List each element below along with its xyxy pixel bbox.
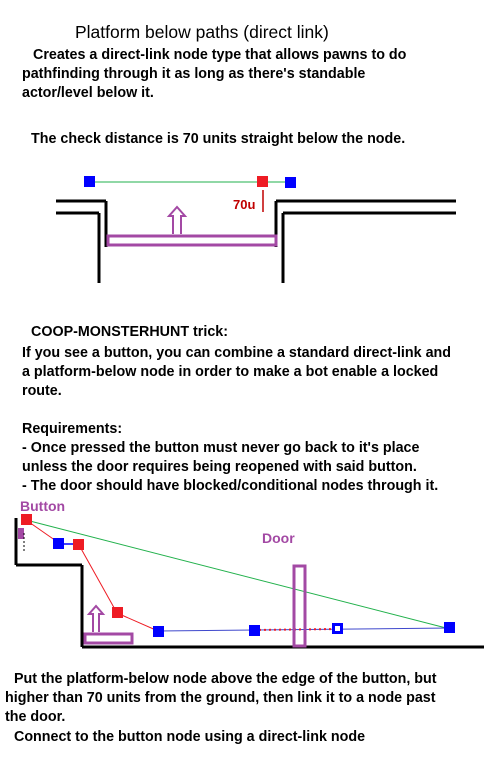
ledge-node: [53, 538, 64, 549]
requirement-line-1: - Once pressed the button must never go …: [22, 440, 420, 456]
moving-platform: [83, 632, 134, 645]
target-node: [444, 622, 455, 633]
page-title: Platform below paths (direct link): [75, 22, 329, 42]
footer-line-4: Connect to the button node using a direc…: [14, 729, 366, 745]
footer-line-1: Put the platform-below node above the ed…: [14, 671, 437, 687]
trick-line-3: route.: [22, 383, 62, 399]
platform-below-node: [112, 607, 123, 618]
trick-line-2: a platform-below node in order to make a…: [22, 364, 439, 380]
requirement-line-3: - The door should have blocked/condition…: [22, 478, 439, 494]
footer-line-3: the door.: [5, 709, 66, 725]
direct-link-line: [25, 519, 451, 630]
wall-button: [18, 528, 24, 539]
button-node: [21, 514, 32, 525]
requirements-heading: Requirements:: [22, 421, 123, 437]
door-label: Door: [262, 530, 295, 546]
up-arrow-icon: [86, 604, 106, 632]
platform-below-node: [257, 176, 268, 187]
requirement-line-2: unless the door requires being reopened …: [22, 459, 417, 475]
moving-platform: [106, 234, 278, 247]
up-arrow-icon: [166, 205, 188, 234]
door-node-left: [249, 625, 260, 636]
intro-line-1: Creates a direct-link node type that all…: [33, 47, 407, 63]
intro-line-2: pathfinding through it as long as there'…: [22, 66, 366, 82]
left-ledge: [56, 199, 108, 283]
door: [292, 564, 307, 648]
button-label: Button: [20, 498, 65, 514]
ground-node-1: [153, 626, 164, 637]
check-distance-text: The check distance is 70 units straight …: [31, 131, 406, 147]
ledge-red-node: [73, 539, 84, 550]
footer-line-2: higher than 70 units from the ground, th…: [5, 690, 436, 706]
path-node-right: [285, 177, 296, 188]
intro-line-3: actor/level below it.: [22, 85, 154, 101]
trick-line-1: If you see a button, you can combine a s…: [22, 345, 451, 361]
trick-heading: COOP-MONSTERHUNT trick:: [31, 324, 228, 340]
distance-label: 70u: [233, 197, 255, 212]
terrain: [14, 518, 484, 649]
path-node-left: [84, 176, 95, 187]
door-node-right-center: [335, 626, 340, 631]
